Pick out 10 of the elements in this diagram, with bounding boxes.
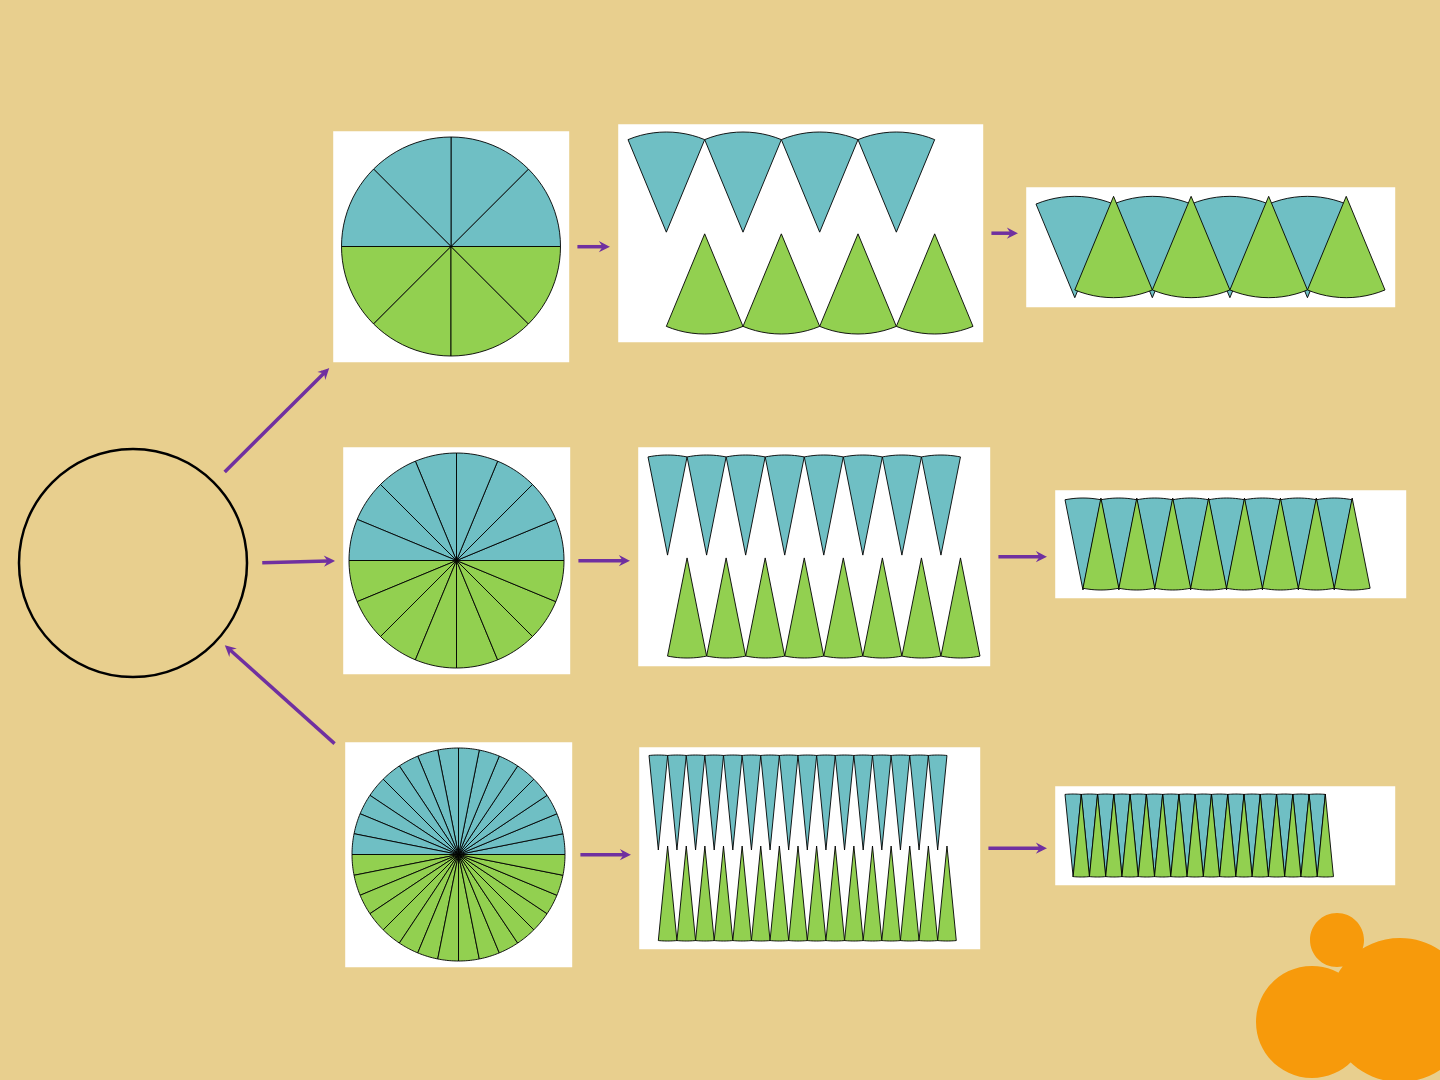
sectors-drawing	[618, 124, 984, 343]
circle	[17, 447, 249, 679]
sectors-drawing	[638, 447, 991, 667]
divided-circle-drawing	[345, 742, 573, 968]
divided-circle-drawing	[333, 131, 570, 363]
rearranged-sectors-drawing	[1055, 490, 1407, 599]
rearranged-sectors-drawing	[1026, 187, 1396, 308]
rearranged-sectors-drawing	[1055, 786, 1396, 886]
sectors-drawing	[639, 747, 981, 950]
divided-circle-drawing	[343, 447, 571, 675]
